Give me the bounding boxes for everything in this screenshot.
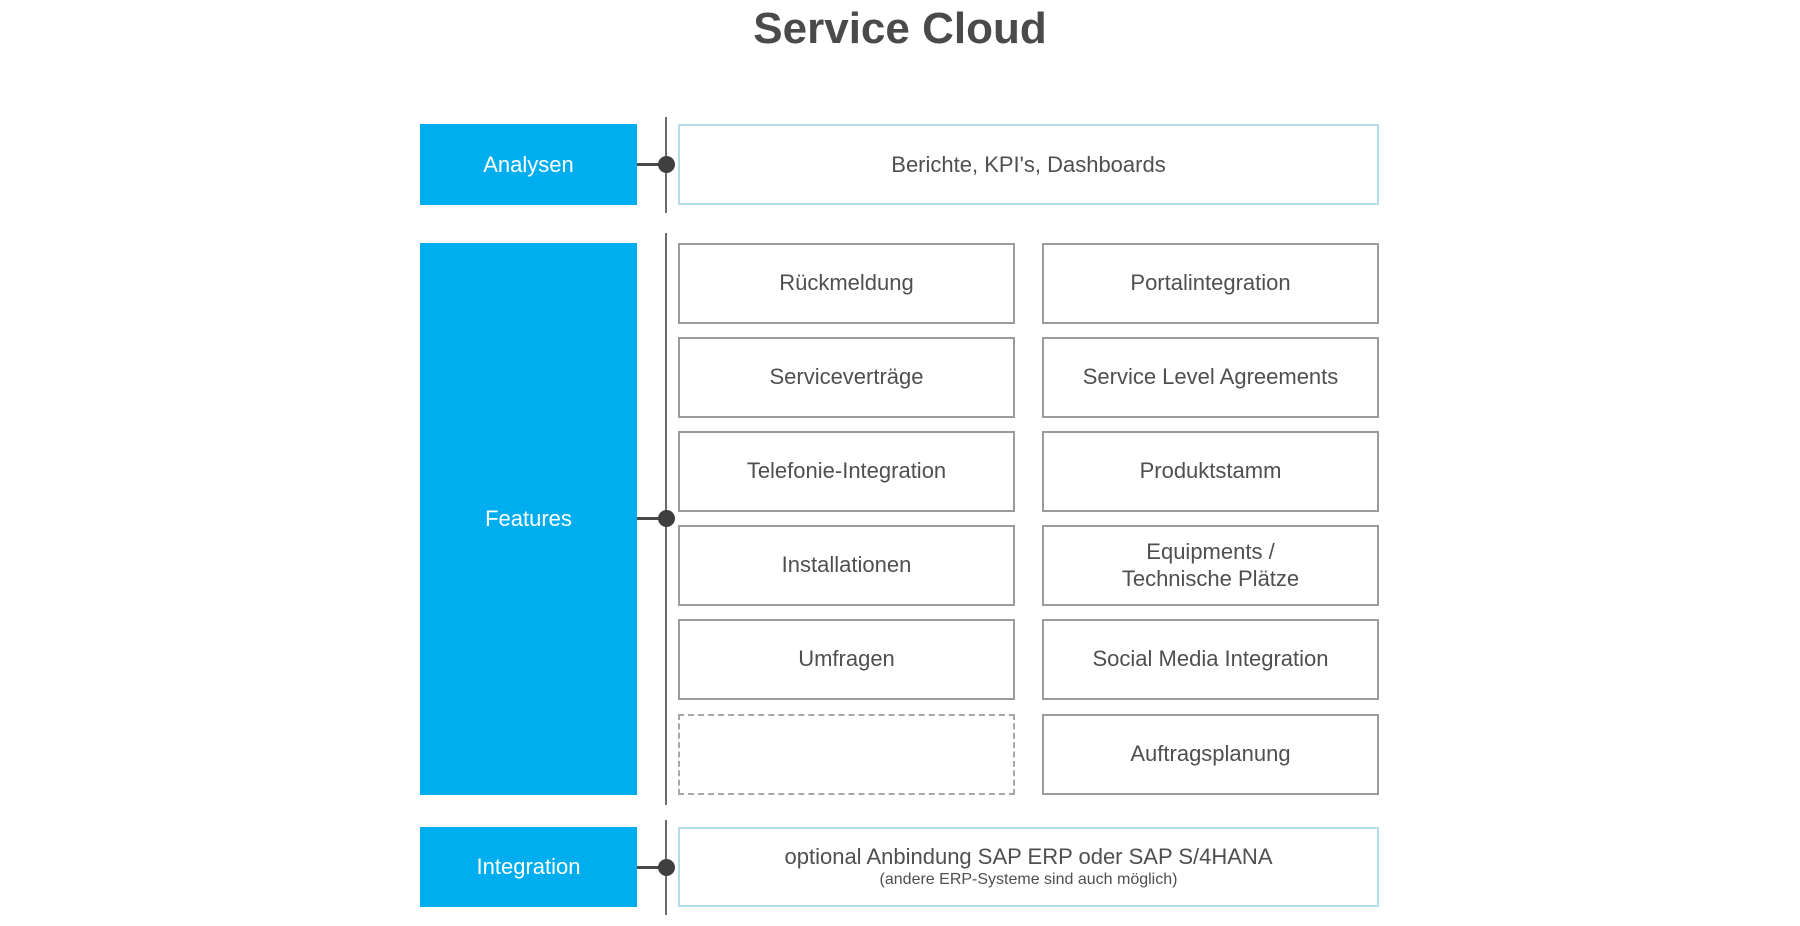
feature-cell-installationen: Installationen — [678, 525, 1015, 606]
feature-cell-portalintegration: Portalintegration — [1042, 243, 1379, 324]
integration-target-box: optional Anbindung SAP ERP oder SAP S/4H… — [678, 827, 1379, 907]
analysen-target-label: Berichte, KPI's, Dashboards — [891, 151, 1166, 177]
feature-cell-umfragen: Umfragen — [678, 619, 1015, 700]
connector-tick-features — [637, 517, 666, 520]
analysen-target-box: Berichte, KPI's, Dashboards — [678, 124, 1379, 205]
feature-cell-service-level-agreements: Service Level Agreements — [1042, 337, 1379, 418]
connector-tick-integration — [637, 866, 666, 869]
feature-cell-social-media-integration: Social Media Integration — [1042, 619, 1379, 700]
category-label-features: Features — [485, 506, 572, 531]
feature-cell-telefonie-integration: Telefonie-Integration — [678, 431, 1015, 512]
category-label-integration: Integration — [476, 854, 581, 879]
feature-cell-produktstamm: Produktstamm — [1042, 431, 1379, 512]
diagram-title: Service Cloud — [753, 4, 1047, 53]
feature-cell-rueckmeldung: Rückmeldung — [678, 243, 1015, 324]
connector-tick-analysen — [637, 163, 666, 166]
feature-cell-equipments-technische-plaetze: Equipments / Technische Plätze — [1042, 525, 1379, 606]
category-label-analysen: Analysen — [483, 151, 574, 177]
category-box-integration: Integration — [420, 827, 637, 907]
feature-cell-empty-placeholder — [678, 714, 1015, 795]
category-box-features: Features — [420, 243, 637, 795]
connector-dot-integration — [658, 859, 675, 876]
connector-dot-analysen — [658, 156, 675, 173]
feature-cell-auftragsplanung: Auftragsplanung — [1042, 714, 1379, 795]
category-box-analysen: Analysen — [420, 124, 637, 205]
integration-target-sub-label: (andere ERP-Systeme sind auch möglich) — [879, 871, 1178, 889]
integration-target-main-label: optional Anbindung SAP ERP oder SAP S/4H… — [784, 843, 1273, 869]
connector-dot-features — [658, 510, 675, 527]
feature-cell-servicevertraege: Serviceverträge — [678, 337, 1015, 418]
